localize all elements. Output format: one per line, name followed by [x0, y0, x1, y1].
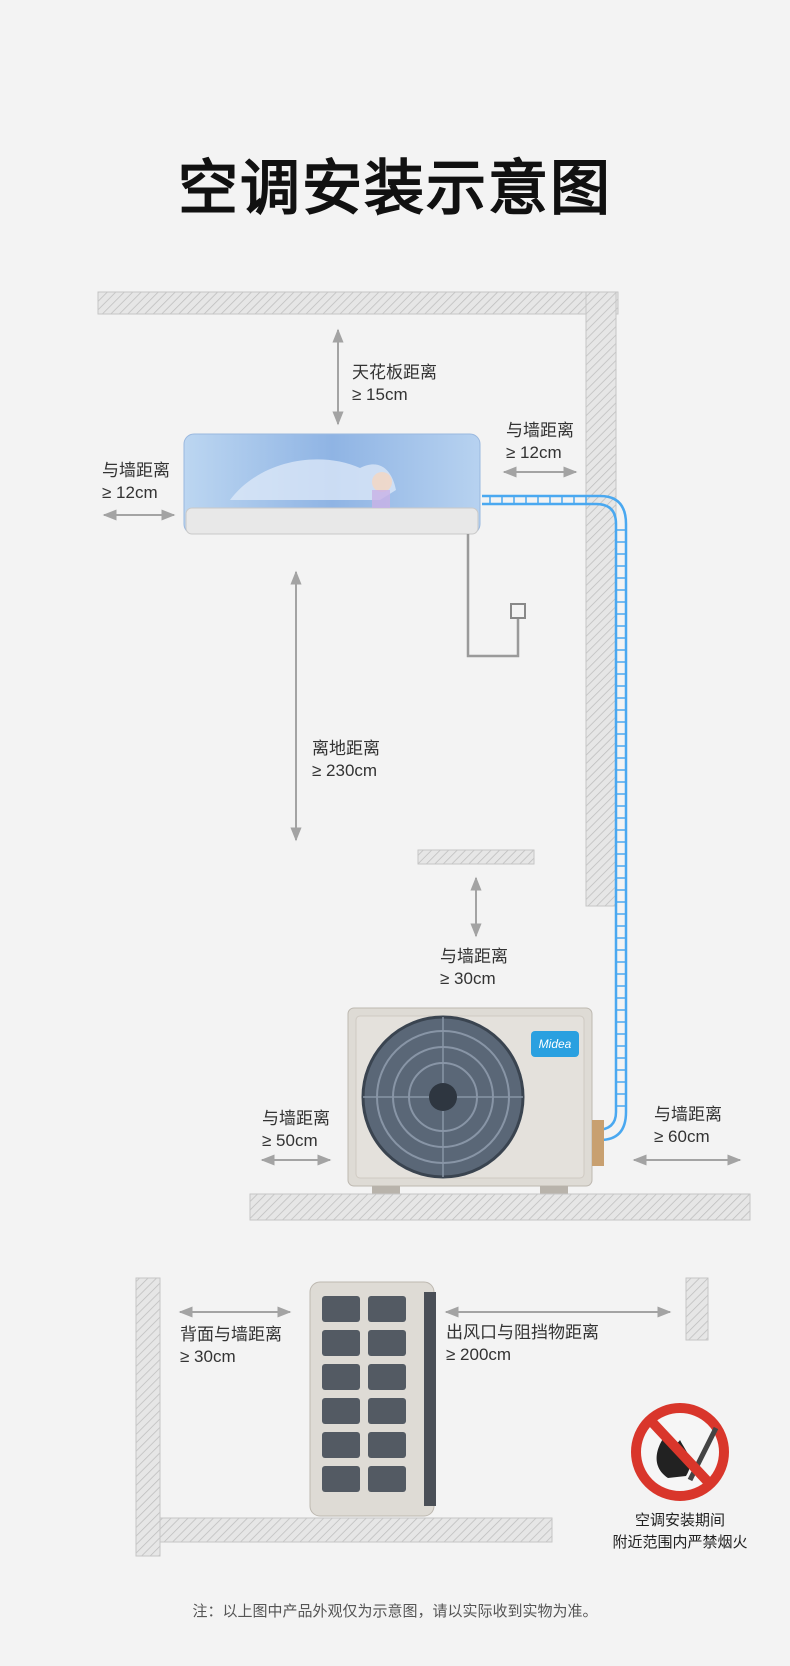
fire-warning-text: 空调安装期间 附近范围内严禁烟火 [612, 1512, 748, 1551]
indoor-unit [183, 433, 481, 535]
grille-cell [368, 1398, 406, 1424]
grille-cell [322, 1364, 360, 1390]
side-unit-grille [322, 1296, 406, 1492]
drain-pipe [466, 534, 526, 658]
outdoor-right-wall-label: 与墙距离 ≥ 60cm [654, 1105, 722, 1146]
side-view-walls [135, 1277, 709, 1557]
back-wall-label: 背面与墙距离 ≥ 30cm [180, 1325, 282, 1366]
grille-cell [368, 1364, 406, 1390]
ceiling-distance-label: 天花板距离 ≥ 15cm [352, 363, 437, 404]
grille-cell [322, 1296, 360, 1322]
grille-cell [322, 1330, 360, 1356]
outdoor-top-wall-label: 与墙距离 ≥ 30cm [440, 947, 508, 988]
refrigerant-pipe-rungs [489, 496, 626, 1107]
brand-logo-badge: Midea [531, 1031, 579, 1057]
grille-cell [322, 1466, 360, 1492]
no-fire-icon [631, 1403, 729, 1501]
grille-cell [368, 1466, 406, 1492]
refrigerant-pipe [482, 494, 628, 1142]
outlet-obstacle-label: 出风口与阻挡物距离 ≥ 200cm [446, 1323, 599, 1364]
outdoor-left-wall-label: 与墙距离 ≥ 50cm [262, 1109, 330, 1150]
grille-cell [368, 1296, 406, 1322]
indoor-right-wall-label: 与墙距离 ≥ 12cm [506, 421, 574, 462]
outdoor-top-wall [417, 849, 535, 865]
page-title: 空调安装示意图 [178, 155, 612, 222]
grille-cell [322, 1398, 360, 1424]
grille-cell [322, 1432, 360, 1458]
footnote: 注：以上图中产品外观仅为示意图，请以实际收到实物为准。 [192, 1603, 598, 1620]
indoor-left-wall-label: 与墙距离 ≥ 12cm [102, 461, 170, 502]
floor-distance-label: 离地距离 ≥ 230cm [312, 739, 380, 780]
ceiling-wall [97, 291, 619, 907]
outdoor-ground [249, 1193, 751, 1221]
grille-cell [368, 1432, 406, 1458]
grille-cell [368, 1330, 406, 1356]
